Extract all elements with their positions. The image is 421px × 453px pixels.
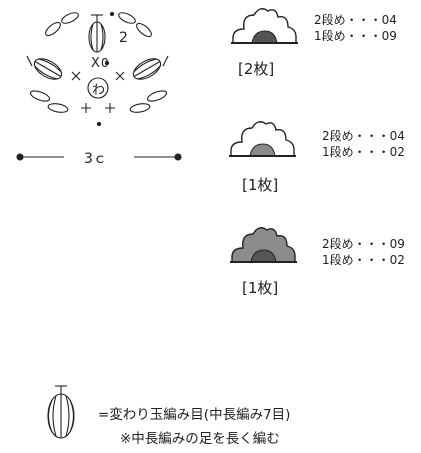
puff-stitch-right	[132, 58, 162, 80]
variant-2-count: [1枚]	[242, 176, 279, 194]
variant-1-row-1: 1段め・・・09	[314, 29, 397, 43]
variant-2-row-1: 1段め・・・02	[322, 145, 405, 159]
flower-variant-2	[229, 121, 296, 157]
variant-3-count: [1枚]	[242, 279, 279, 297]
puff-stitch-left	[33, 58, 63, 80]
variant-3-row-1: 1段め・・・02	[322, 253, 405, 267]
variant-3-row-2: 2段め・・・09	[322, 237, 405, 251]
puff-stitch-top	[88, 14, 106, 53]
ring-label: わ	[92, 83, 106, 98]
single-crochet-symbols	[71, 71, 125, 113]
legend-note: ※中長編みの足を長く編む	[120, 431, 280, 447]
flower-variant-3	[230, 227, 297, 263]
variant-1-row-2: 2段め・・・04	[314, 13, 397, 27]
length-label: 3ｃ	[84, 151, 107, 167]
legend-definition: =変わり玉編み目(中長編み7目)	[98, 407, 291, 423]
row-zero-label: 0	[101, 56, 109, 70]
row-two-label: 2	[119, 30, 128, 46]
chain-start-x-label: X	[91, 56, 100, 71]
length-dimension	[16, 153, 182, 161]
magic-ring	[87, 77, 109, 99]
variant-2-row-2: 2段め・・・04	[322, 129, 405, 143]
variant-1-count: [2枚]	[238, 60, 275, 78]
flower-variant-1	[231, 8, 298, 44]
chain-stitches	[29, 12, 168, 113]
puff-stitch-legend-symbol	[47, 385, 75, 439]
